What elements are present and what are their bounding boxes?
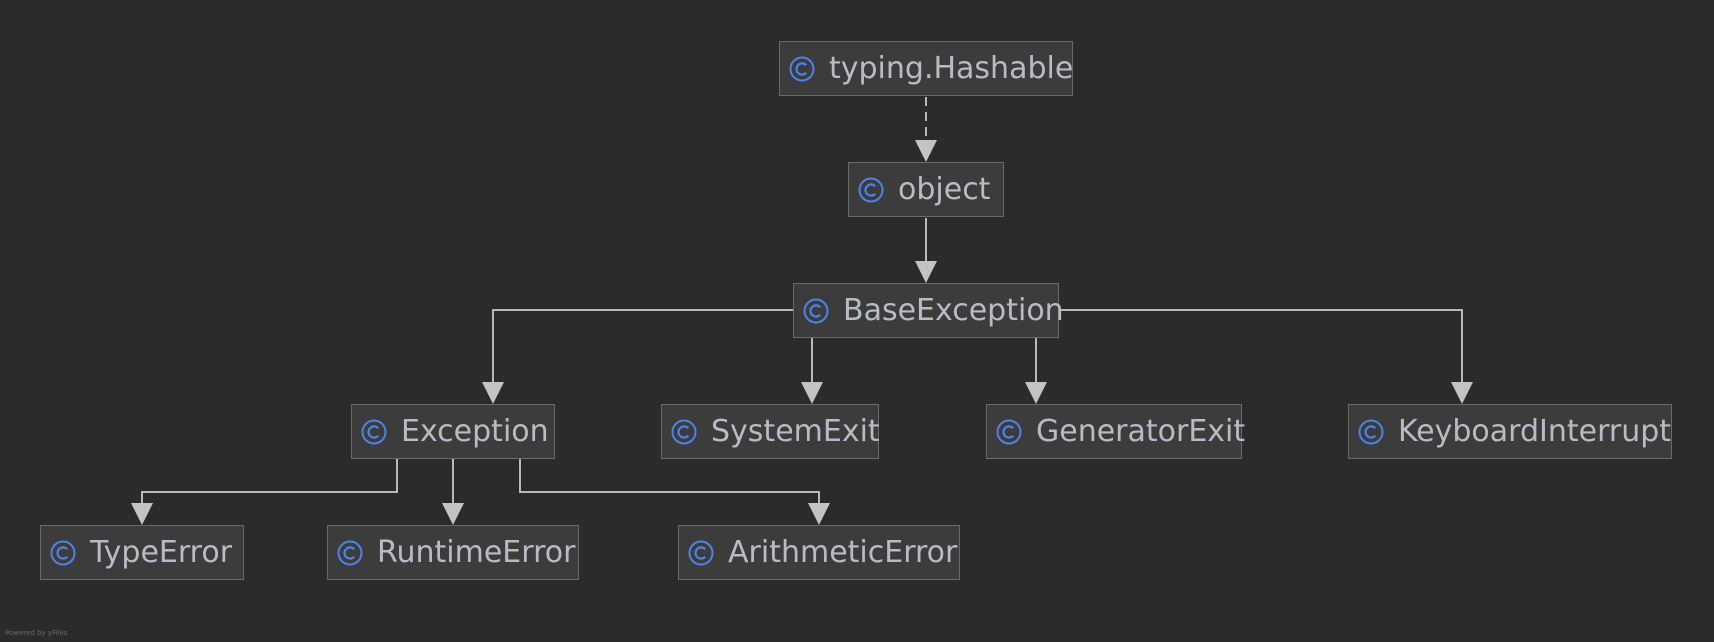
class-label: typing.Hashable: [829, 51, 1074, 86]
class-node-arithmeticerror[interactable]: ArithmeticError: [678, 525, 960, 580]
inheritance-edge-exception-to-typeerror: [131, 459, 398, 525]
class-node-runtimeerror[interactable]: RuntimeError: [327, 525, 579, 580]
class-label: KeyboardInterrupt: [1398, 414, 1672, 449]
class-icon: [803, 298, 829, 323]
edge-line: [141, 459, 398, 505]
class-icon: [996, 419, 1022, 444]
arrowhead: [482, 382, 504, 404]
class-label: object: [898, 172, 991, 207]
edge-line: [1059, 309, 1463, 384]
inheritance-edge-typing-hashable-to-object: [915, 97, 937, 162]
inheritance-edge-exception-to-arithmeticerror: [519, 459, 830, 525]
class-node-object[interactable]: object: [848, 162, 1004, 217]
inheritance-edge-baseexception-to-keyboardinterrupt: [1059, 309, 1473, 404]
class-node-exception[interactable]: Exception: [351, 404, 555, 459]
class-icon: [337, 540, 363, 565]
class-node-typing-hashable[interactable]: typing.Hashable: [779, 41, 1073, 96]
edge-line: [492, 309, 793, 384]
yfiles-credit: Powered by yFiles: [5, 629, 68, 637]
class-icon: [688, 540, 714, 565]
class-label: BaseException: [843, 293, 1064, 328]
inheritance-edge-baseexception-to-exception: [482, 309, 793, 404]
class-label: SystemExit: [711, 414, 880, 449]
class-icon: [858, 177, 884, 202]
inheritance-edge-baseexception-to-generatorexit: [1025, 338, 1047, 404]
arrowhead: [1025, 382, 1047, 404]
class-node-baseexception[interactable]: BaseException: [793, 283, 1064, 338]
class-icon: [789, 56, 815, 81]
class-icon: [1358, 419, 1384, 444]
class-node-keyboardinterrupt[interactable]: KeyboardInterrupt: [1348, 404, 1672, 459]
arrowhead: [1451, 382, 1473, 404]
class-icon: [50, 540, 76, 565]
class-label: TypeError: [90, 535, 233, 570]
arrowhead: [131, 503, 153, 525]
class-label: ArithmeticError: [728, 535, 958, 570]
class-node-generatorexit[interactable]: GeneratorExit: [986, 404, 1246, 459]
class-label: Exception: [401, 414, 549, 449]
class-label: GeneratorExit: [1036, 414, 1246, 449]
inheritance-edge-object-to-baseexception: [915, 218, 937, 283]
arrowhead: [442, 503, 464, 525]
arrowhead: [915, 140, 937, 162]
arrowhead: [801, 382, 823, 404]
edge-line: [519, 459, 820, 505]
class-label: RuntimeError: [377, 535, 576, 570]
class-icon: [361, 419, 387, 444]
arrowhead: [915, 261, 937, 283]
arrowhead: [808, 503, 830, 525]
class-icon: [671, 419, 697, 444]
class-node-systemexit[interactable]: SystemExit: [661, 404, 880, 459]
inheritance-edge-baseexception-to-systemexit: [801, 338, 823, 404]
class-node-typeerror[interactable]: TypeError: [40, 525, 244, 580]
inheritance-edge-exception-to-runtimeerror: [442, 459, 464, 525]
